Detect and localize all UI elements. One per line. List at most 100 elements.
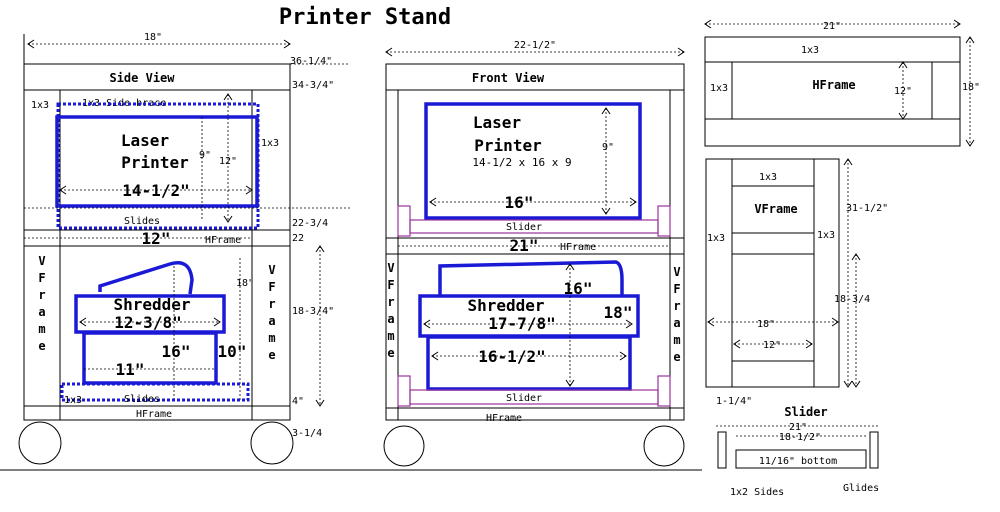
side-1x3-bottom: 1x3: [64, 395, 82, 406]
front-shredder-16: 16": [564, 279, 593, 298]
hframe-label: HFrame: [812, 78, 855, 92]
side-vframe-l-0: V: [38, 254, 45, 268]
side-wheel-right: [250, 421, 294, 465]
front-laser-line1: Laser: [473, 113, 521, 132]
side-laser-depth-arrows: [59, 185, 253, 195]
hframe-inner-12: 12": [894, 86, 912, 97]
side-h-22: 22: [292, 233, 304, 244]
front-shredder-18: 18": [604, 303, 633, 322]
side-slides-bottom: Slides: [124, 394, 160, 405]
slider-detail: Slider 1-1/4" 21" 18-1/2" 11/16" bottom …: [716, 396, 880, 498]
front-vframe-left: V F r a m e: [387, 261, 394, 360]
front-slider-top-label: Slider: [506, 222, 542, 233]
side-hframe-mid-label: HFrame: [205, 235, 241, 246]
side-shredder-dim-arrows: [79, 317, 221, 327]
side-view: 18" Side View 1x3 1x3 Side brace 1x3 36-…: [18, 32, 350, 465]
slider-bottom-label: 11/16" bottom: [759, 456, 837, 467]
front-vframe-l-3: a: [387, 312, 394, 326]
slider-width-21: 21": [789, 422, 807, 433]
hframe-width-arrows: [704, 19, 961, 29]
hframe-outer: [704, 36, 961, 147]
vframe-label: VFrame: [754, 202, 797, 216]
vframe-height-arrows: [843, 158, 853, 388]
front-vframe-r-5: e: [673, 350, 680, 364]
front-vframe-l-0: V: [387, 261, 394, 275]
side-vframe-l-4: m: [38, 322, 45, 336]
vframe-detail: 1x3 VFrame 1x3 1x3 31-1/2" 18-3/4 18" 12…: [705, 158, 888, 388]
side-laser-printer: [55, 115, 259, 208]
front-shredder-dim-arrows: [423, 319, 633, 329]
front-laser-size: 14-1/2 x 16 x 9: [472, 156, 571, 169]
front-wheel-left: [383, 425, 425, 467]
hframe-inner-arrows: [898, 61, 908, 120]
front-shredder-label: Shredder: [467, 296, 544, 315]
side-h-4: 4": [292, 396, 304, 407]
slider-title: Slider: [784, 405, 827, 419]
side-view-heading: Side View: [109, 71, 175, 85]
vframe-right-1x3: 1x3: [817, 230, 835, 241]
slider-sides-label: 1x2 Sides: [730, 487, 784, 498]
front-shredder-top: [438, 260, 624, 296]
side-h-total: 36-1/4": [290, 56, 332, 67]
slider-bottom-board: [735, 449, 867, 469]
diagram-title: Printer Stand: [279, 5, 451, 30]
side-vframe-l-3: a: [38, 305, 45, 319]
front-laser-9: 9": [602, 142, 614, 153]
hframe-width-label: 21": [823, 21, 841, 32]
front-wheel-right: [643, 425, 685, 467]
vframe-lower-arrows: [851, 253, 861, 388]
side-vframe-r-4: m: [268, 331, 275, 345]
side-h-bottom: 3-1/4: [292, 428, 322, 439]
side-shredder-label: Shredder: [113, 295, 190, 314]
side-vframe-l-2: r: [38, 288, 45, 302]
front-shredder-dim2: 16-1/2": [478, 347, 545, 366]
side-laser-12: 12": [219, 156, 237, 167]
side-vframe-left: V F r a m e: [38, 254, 45, 353]
hframe-outer-arrows: [965, 36, 975, 147]
side-1x3-left: 1x3: [31, 100, 49, 111]
front-hframe-mid-label: HFrame: [560, 242, 596, 253]
side-shredder-11: 11": [116, 360, 145, 379]
side-shredder-dim: 12-3/8": [114, 313, 181, 332]
side-vframe-r-3: a: [268, 314, 275, 328]
slider-side-left: [717, 431, 727, 469]
side-shredder-16: 16": [162, 342, 191, 361]
front-vframe-l-2: r: [387, 295, 394, 309]
front-vframe-r-0: V: [673, 265, 680, 279]
front-laser-9-arrows: [601, 107, 611, 215]
vframe-lower: 18-3/4: [834, 294, 870, 305]
front-width-label: 22-1/2": [514, 40, 556, 51]
side-wheel-left: [18, 421, 62, 465]
front-vframe-l-1: F: [387, 278, 394, 292]
front-vframe-l-5: e: [387, 346, 394, 360]
side-vframe-r-5: e: [268, 348, 275, 362]
side-hframe-mid-dim-label: 12": [142, 229, 171, 248]
side-vframe-l-1: F: [38, 271, 45, 285]
slider-side-right: [869, 431, 879, 469]
side-vframe-right: V F r a m e: [268, 263, 275, 362]
vframe-inner-12: 12": [763, 340, 781, 351]
side-shredder-bin: [82, 331, 218, 385]
side-vframe-l-5: e: [38, 339, 45, 353]
side-shredder-18: 18": [236, 278, 254, 289]
side-lower-span-arrows: [315, 245, 325, 407]
side-laser-12-arrows: [223, 93, 233, 223]
front-outer-frame: [385, 63, 685, 421]
hframe-detail: 21" 1x3 1x3 HFrame 12" 18": [704, 19, 980, 147]
front-hframe-mid-dim-label: 21": [510, 236, 539, 255]
front-view-heading: Front View: [472, 71, 545, 85]
side-h-top: 34-3/4": [292, 80, 334, 91]
front-shredder-16-arrows: [565, 263, 575, 387]
side-shredder-10: 10": [218, 342, 247, 361]
hframe-left-1x3: 1x3: [710, 83, 728, 94]
front-vframe-r-1: F: [673, 282, 680, 296]
slider-w-114: 1-1/4": [716, 396, 752, 407]
side-shredder-top: [98, 261, 194, 295]
front-slider-top-glide-r: [657, 205, 671, 237]
front-laser-16: 16": [505, 193, 534, 212]
hframe-outer-18: 18": [962, 82, 980, 93]
front-slider-top-glide-l: [397, 205, 411, 237]
side-slides-top: Slides: [124, 216, 160, 227]
front-shredder-bin: [426, 335, 632, 391]
